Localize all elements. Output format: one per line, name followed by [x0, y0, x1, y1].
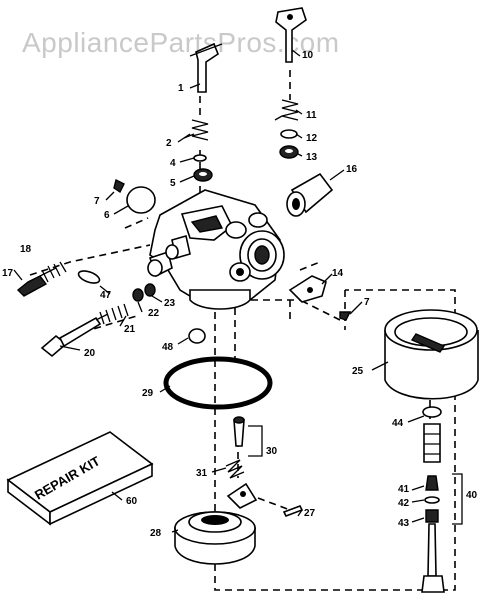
part-7-screw-upper: [113, 178, 125, 194]
callout-labels: 1 10 11 12 13 2 4 5 7 6 16 14 7 18 17 47…: [2, 50, 478, 539]
part-22-seal: [132, 288, 144, 302]
part-2-spring: [183, 119, 209, 141]
callout-29: 29: [142, 388, 154, 399]
callout-1: 1: [178, 83, 184, 94]
callout-16: 16: [346, 164, 358, 175]
part-40-bolt-shaft: [421, 523, 445, 593]
callout-17: 17: [2, 268, 14, 279]
part-23-oring: [144, 283, 156, 297]
callout-44: 44: [392, 418, 404, 429]
part-7-screw-lower: [339, 311, 352, 321]
callout-12: 12: [306, 133, 318, 144]
part-18-idle-spring: [41, 261, 67, 283]
part-16-inlet: [286, 172, 334, 217]
callout-31: 31: [196, 468, 208, 479]
callout-25: 25: [352, 366, 364, 377]
bracket-40: [452, 473, 463, 525]
callout-30: 30: [266, 446, 278, 457]
callout-13: 13: [306, 152, 318, 163]
part-20-mixture-screw: [40, 313, 109, 358]
part-29-bowl-gasket: [163, 356, 273, 410]
leader-lines: [13, 49, 425, 533]
part-40-bowl-nut: [423, 423, 441, 463]
callout-4: 4: [170, 158, 176, 169]
callout-47: 47: [100, 290, 112, 301]
part-1-throttle-shaft: [189, 42, 223, 93]
part-30-inlet-needle: [233, 416, 245, 447]
callout-43: 43: [398, 518, 410, 529]
part-11-spring: [274, 99, 299, 121]
part-48-plug: [188, 328, 206, 344]
callout-6: 6: [104, 210, 110, 221]
carburetor-body: [147, 189, 285, 310]
part-43-nozzle: [425, 509, 439, 523]
callout-23: 23: [164, 298, 176, 309]
callout-7-upper: 7: [94, 196, 100, 207]
callout-11: 11: [306, 110, 317, 121]
callout-48: 48: [162, 342, 174, 353]
callout-18: 18: [20, 244, 32, 255]
part-25-float-bowl: [384, 309, 479, 400]
part-47-gasket: [77, 270, 101, 284]
part-6-choke-plate: [126, 186, 156, 214]
callout-41: 41: [398, 484, 410, 495]
part-14-plate: [288, 275, 327, 303]
callout-60: 60: [126, 496, 138, 507]
part-41-jet: [425, 475, 439, 491]
callout-22: 22: [148, 308, 160, 319]
callout-2: 2: [166, 138, 172, 149]
part-17-idle-screw: [16, 267, 57, 297]
part-12-washer: [280, 129, 298, 139]
callout-5: 5: [170, 178, 176, 189]
part-4-washer: [193, 154, 207, 162]
callout-27: 27: [304, 508, 316, 519]
part-13-seal: [279, 145, 299, 159]
part-60-repair-kit: REPAIR KIT: [6, 431, 154, 526]
bracket-30: [248, 425, 263, 457]
callout-42: 42: [398, 498, 410, 509]
part-31-spring: [225, 459, 245, 479]
part-44-washer: [422, 406, 442, 418]
callout-40: 40: [466, 490, 478, 501]
callout-14: 14: [332, 268, 344, 279]
callout-7-lower: 7: [364, 297, 370, 308]
callout-28: 28: [150, 528, 162, 539]
part-10-choke-shaft: [275, 7, 307, 63]
part-28-float: [174, 482, 258, 565]
part-42-washer: [424, 496, 440, 504]
callout-20: 20: [84, 348, 96, 359]
callout-21: 21: [124, 324, 136, 335]
part-21-mixture-spring: [99, 303, 129, 325]
part-5-seal: [193, 168, 213, 182]
callout-10: 10: [302, 50, 314, 61]
